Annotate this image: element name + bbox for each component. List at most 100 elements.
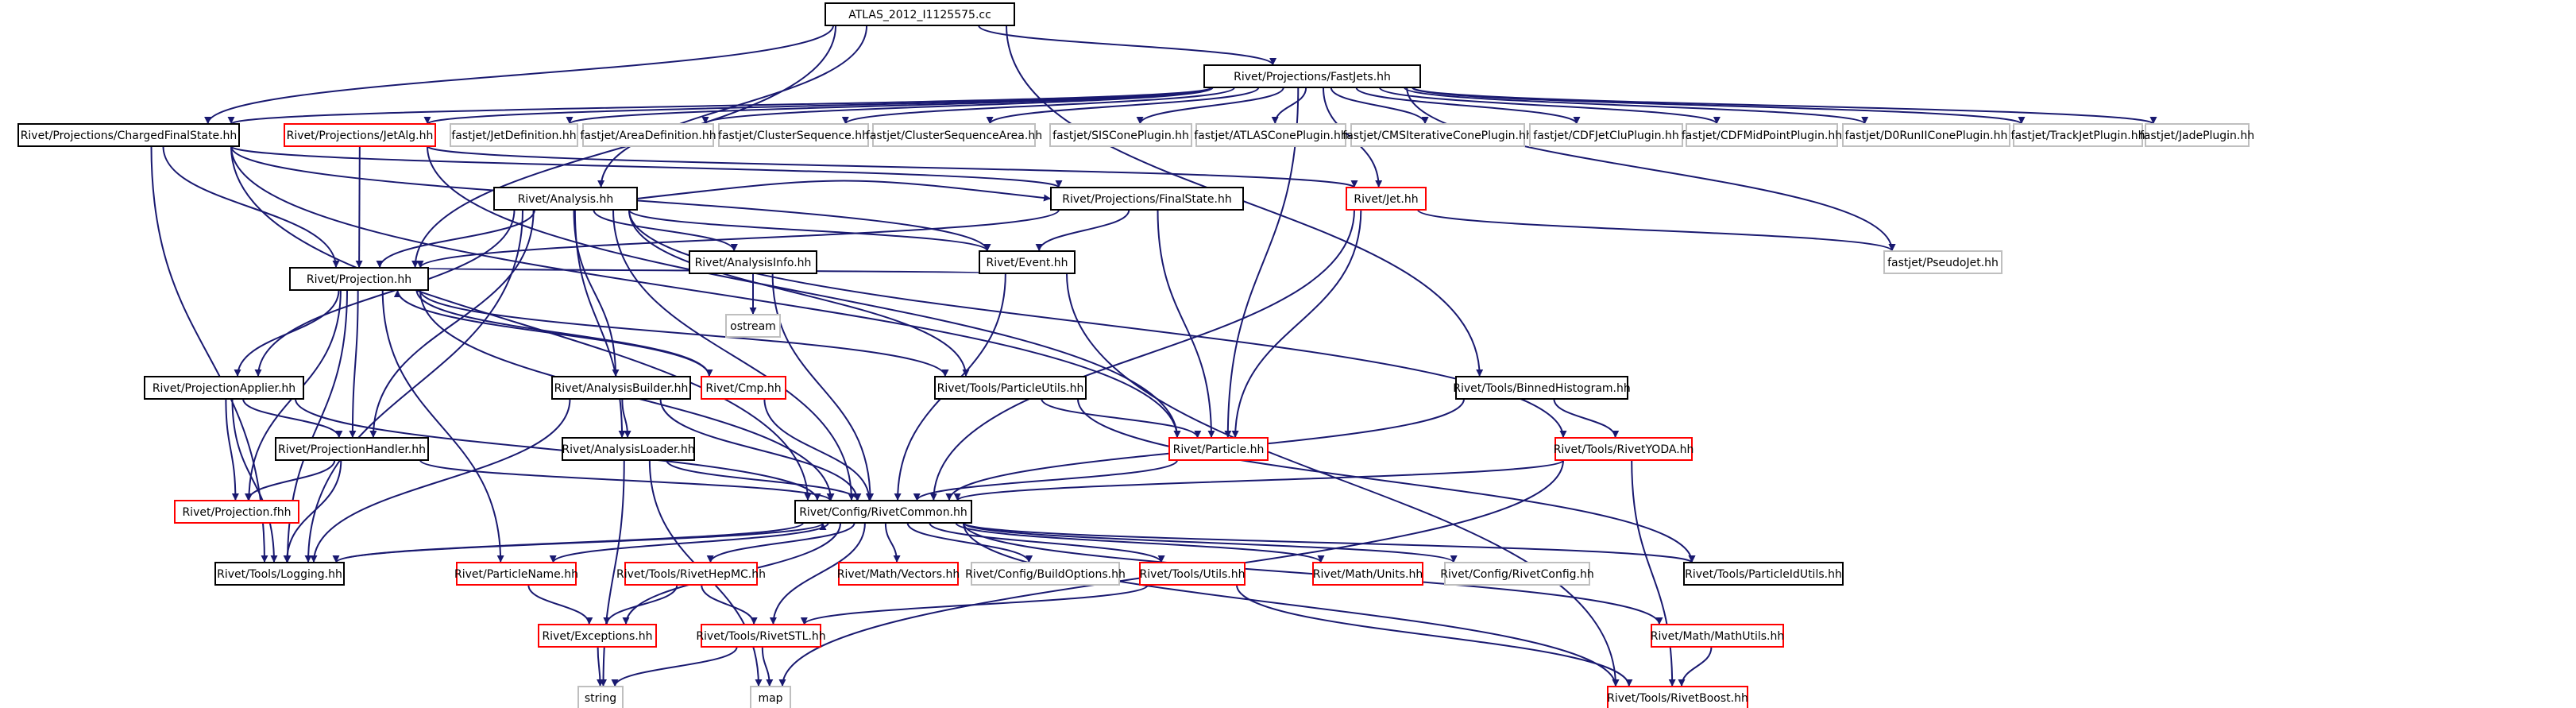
node-label: Rivet/Tools/Logging.hh <box>217 568 342 581</box>
node-areadef[interactable]: fastjet/AreaDefinition.hh <box>580 123 716 147</box>
node-box <box>1842 123 2010 147</box>
node-label: Rivet/Math/Vectors.hh <box>837 568 960 581</box>
node-clusterseqarea[interactable]: fastjet/ClusterSequenceArea.hh <box>866 123 1042 147</box>
edge-rivetcommon-to-buildoptions <box>906 522 1033 563</box>
node-fastjets[interactable]: Rivet/Projections/FastJets.hh <box>1203 64 1421 88</box>
node-box <box>1554 437 1693 461</box>
node-binnedhisto[interactable]: Rivet/Tools/BinnedHistogram.hh <box>1453 376 1631 400</box>
node-label: string <box>585 692 616 705</box>
node-analysis[interactable]: Rivet/Analysis.hh <box>493 187 638 211</box>
node-ostream[interactable]: ostream <box>725 314 781 338</box>
node-box <box>1686 123 1838 147</box>
node-label: Rivet/Tools/BinnedHistogram.hh <box>1453 382 1631 395</box>
edge-root-to-analysis <box>597 25 868 188</box>
node-rivetboost[interactable]: Rivet/Tools/RivetBoost.hh <box>1607 686 1748 708</box>
node-particleutils[interactable]: Rivet/Tools/ParticleUtils.hh <box>934 376 1087 400</box>
node-label: Rivet/Tools/ParticleUtils.hh <box>937 382 1084 395</box>
edge-rivetcommon-to-rivetconfig <box>963 522 1458 563</box>
edge-analysis-to-event <box>628 209 991 252</box>
node-label: Rivet/Config/RivetCommon.hh <box>799 506 967 519</box>
edge-fastjets-to-cdfjetclu <box>1355 87 1581 125</box>
edge-fastjets-to-chargedfs <box>227 87 1213 125</box>
node-box <box>979 250 1076 274</box>
node-map[interactable]: map <box>750 686 791 708</box>
node-box <box>1529 123 1683 147</box>
node-projection[interactable]: Rivet/Projection.hh <box>289 267 429 291</box>
edge-projhandler-to-rivetcommon <box>419 459 834 501</box>
node-logging[interactable]: Rivet/Tools/Logging.hh <box>214 562 345 586</box>
node-siscone[interactable]: fastjet/SISConePlugin.hh <box>1049 123 1192 147</box>
node-analysisinfo[interactable]: Rivet/AnalysisInfo.hh <box>689 250 817 274</box>
node-box <box>562 437 695 461</box>
edge-analysisloader-to-rivetcommon <box>666 459 862 501</box>
node-d0run[interactable]: fastjet/D0RunIIConePlugin.hh <box>1842 123 2010 147</box>
node-analysisbuilder[interactable]: Rivet/AnalysisBuilder.hh <box>551 376 691 400</box>
node-jet[interactable]: Rivet/Jet.hh <box>1346 187 1427 211</box>
node-box <box>2145 123 2250 147</box>
node-jetdef[interactable]: fastjet/JetDefinition.hh <box>450 123 578 147</box>
node-projapplier[interactable]: Rivet/ProjectionApplier.hh <box>144 376 304 400</box>
node-chargedfs[interactable]: Rivet/Projections/ChargedFinalState.hh <box>17 123 240 147</box>
node-label: fastjet/CDFJetCluPlugin.hh <box>1533 130 1678 142</box>
node-particle[interactable]: Rivet/Particle.hh <box>1168 437 1269 461</box>
node-box <box>551 376 691 400</box>
node-projhandler[interactable]: Rivet/ProjectionHandler.hh <box>275 437 429 461</box>
node-exceptions[interactable]: Rivet/Exceptions.hh <box>538 624 657 648</box>
node-jetalg[interactable]: Rivet/Projections/JetAlg.hh <box>284 123 436 147</box>
node-box <box>872 123 1036 147</box>
node-label: fastjet/PseudoJet.hh <box>1887 257 1999 269</box>
node-event[interactable]: Rivet/Event.hh <box>979 250 1076 274</box>
node-rivetyoda[interactable]: Rivet/Tools/RivetYODA.hh <box>1554 437 1694 461</box>
node-label: Rivet/Tools/RivetBoost.hh <box>1607 692 1748 705</box>
node-label: Rivet/Config/RivetConfig.hh <box>1440 568 1593 581</box>
node-rivetstl[interactable]: Rivet/Tools/RivetSTL.hh <box>696 624 826 648</box>
node-box <box>1195 123 1346 147</box>
node-box <box>493 187 638 211</box>
node-particlename[interactable]: Rivet/ParticleName.hh <box>454 562 578 586</box>
node-label: Rivet/AnalysisBuilder.hh <box>554 382 689 395</box>
edge-rivetcommon-to-mathunits <box>955 522 1325 563</box>
node-clusterseq[interactable]: fastjet/ClusterSequence.hh <box>718 123 869 147</box>
node-label: Rivet/Math/Units.hh <box>1313 568 1423 581</box>
node-rivethepmc[interactable]: Rivet/Tools/RivetHepMC.hh <box>616 562 766 586</box>
edge-rivethepmc-to-exceptions <box>603 584 678 625</box>
node-label: Rivet/ProjectionHandler.hh <box>278 443 426 456</box>
node-cdfjetclu[interactable]: fastjet/CDFJetCluPlugin.hh <box>1529 123 1683 147</box>
node-cmp[interactable]: Rivet/Cmp.hh <box>701 376 786 400</box>
node-pseudojet[interactable]: fastjet/PseudoJet.hh <box>1883 250 2002 274</box>
node-label: Rivet/Analysis.hh <box>518 193 614 206</box>
node-label: fastjet/CMSIterativeConePlugin.hh <box>1342 130 1532 142</box>
edge-fastjets-to-trackjet <box>1412 87 2026 125</box>
node-mathunits[interactable]: Rivet/Math/Units.hh <box>1312 562 1423 586</box>
node-root[interactable]: ATLAS_2012_I1125575.cc <box>825 2 1015 26</box>
node-cmsiter[interactable]: fastjet/CMSIterativeConePlugin.hh <box>1342 123 1533 147</box>
node-box <box>1350 123 1525 147</box>
node-rivetconfig[interactable]: Rivet/Config/RivetConfig.hh <box>1440 562 1594 586</box>
node-box <box>750 686 791 708</box>
node-string[interactable]: string <box>577 686 624 708</box>
node-label: Rivet/Tools/RivetHepMC.hh <box>616 568 766 581</box>
edge-fastjets-to-siscone <box>1136 87 1284 125</box>
node-buildoptions[interactable]: Rivet/Config/BuildOptions.hh <box>965 562 1126 586</box>
node-cdfmid[interactable]: fastjet/CDFMidPointPlugin.hh <box>1682 123 1842 147</box>
node-toolsutils[interactable]: Rivet/Tools/Utils.hh <box>1139 562 1246 586</box>
node-particleidutils[interactable]: Rivet/Tools/ParticleIdUtils.hh <box>1683 562 1844 586</box>
node-analysisloader[interactable]: Rivet/AnalysisLoader.hh <box>562 437 695 461</box>
node-rivetcommon[interactable]: Rivet/Config/RivetCommon.hh <box>794 500 972 524</box>
edge-binnedhisto-to-rivetyoda <box>1553 398 1620 439</box>
node-trackjet[interactable]: fastjet/TrackJetPlugin.hh <box>2011 123 2145 147</box>
node-mathutils[interactable]: Rivet/Math/MathUtils.hh <box>1651 624 1785 648</box>
node-label: ostream <box>730 320 776 333</box>
node-atlascone[interactable]: fastjet/ATLASConePlugin.hh <box>1194 123 1348 147</box>
edge-analysis-to-projection <box>376 209 535 269</box>
node-vectors[interactable]: Rivet/Math/Vectors.hh <box>837 562 960 586</box>
node-label: Rivet/Exceptions.hh <box>542 630 652 643</box>
edge-root-to-chargedfs <box>204 25 834 125</box>
node-finalstate[interactable]: Rivet/Projections/FinalState.hh <box>1050 187 1244 211</box>
node-box <box>1607 686 1748 708</box>
edge-toolsutils-to-rivetstl <box>800 584 1149 625</box>
edge-fastjets-to-pseudojet <box>1406 87 1896 252</box>
edge-rivetcommon-to-toolsutils <box>929 522 1165 563</box>
node-jade[interactable]: fastjet/JadePlugin.hh <box>2140 123 2254 147</box>
node-projectionfhh[interactable]: Rivet/Projection.fhh <box>174 500 299 524</box>
